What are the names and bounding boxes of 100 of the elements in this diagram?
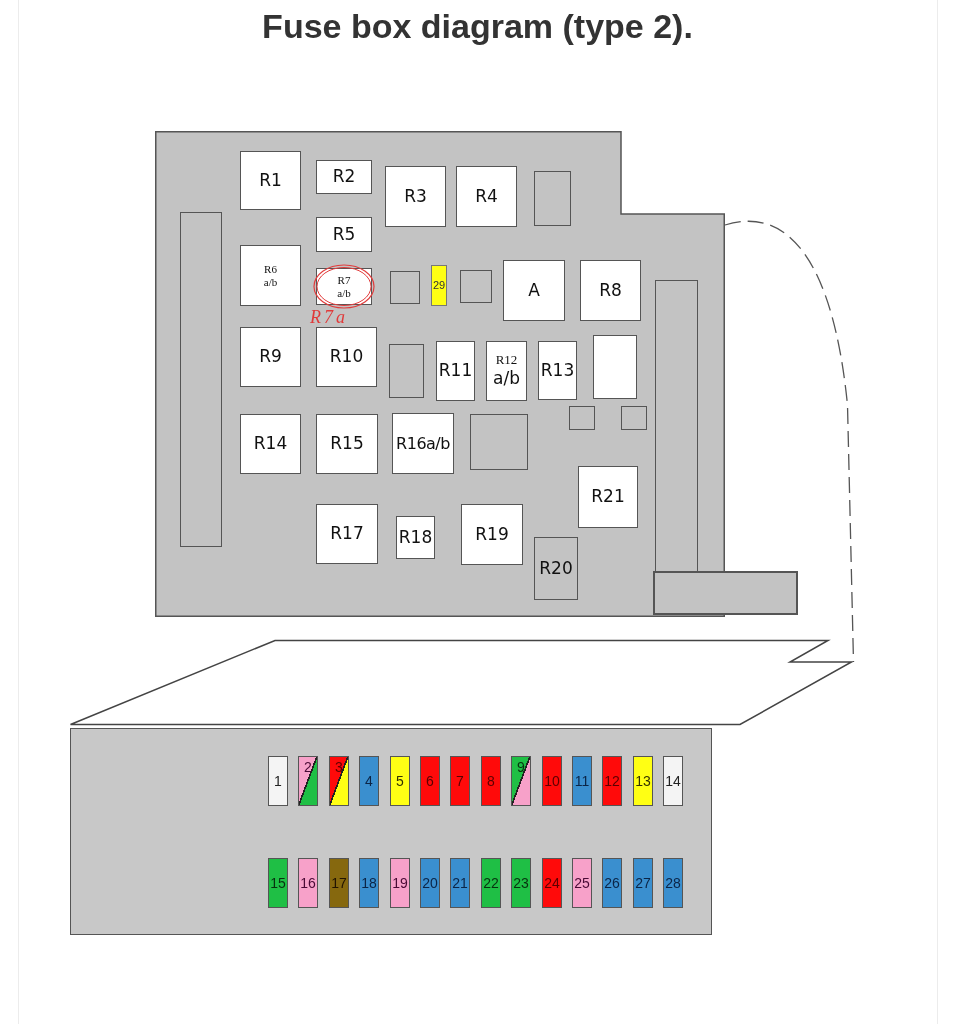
fuse-number: 18 — [361, 876, 377, 890]
relay-panel — [155, 131, 725, 617]
fuse-number: 4 — [365, 774, 373, 788]
relay-box — [436, 341, 475, 401]
relay-box — [392, 413, 454, 474]
relay-box — [240, 151, 301, 210]
fuse-number: 25 — [574, 876, 590, 890]
fuse — [663, 756, 683, 806]
fuse-number: 28 — [665, 876, 681, 890]
fuse — [602, 858, 622, 908]
fuse-number: 29 — [432, 280, 446, 291]
fuse — [329, 756, 349, 806]
fuse-box-lid — [70, 640, 852, 725]
connector-bar — [180, 212, 222, 547]
empty-relay-box — [593, 335, 637, 399]
relay-box — [240, 414, 301, 474]
relay-label: R14 — [253, 433, 288, 455]
relay-box — [578, 466, 638, 528]
fuse-number: 24 — [544, 876, 560, 890]
fuse — [268, 858, 288, 908]
relay-label: R1 — [259, 169, 282, 192]
empty-slot — [389, 344, 424, 398]
fuse-number: 26 — [604, 876, 620, 890]
relay-box — [580, 260, 641, 321]
fuse — [298, 858, 318, 908]
fuse — [431, 265, 447, 306]
relay-label: R12 — [495, 353, 518, 368]
fuse-number: 21 — [452, 876, 468, 890]
fuse-number: 23 — [513, 876, 529, 890]
fuse — [542, 756, 562, 806]
relay-label: R2 — [332, 166, 356, 188]
empty-slot — [534, 171, 571, 226]
fuse-number: 15 — [270, 876, 286, 890]
fuse-number: 7 — [456, 774, 464, 788]
fuse — [663, 858, 683, 908]
fuse — [450, 858, 470, 908]
fuse-number: 1 — [274, 774, 282, 788]
connector-block — [653, 571, 798, 615]
fuse — [329, 858, 349, 908]
fuse-number: 16 — [300, 876, 316, 890]
relay-box — [316, 327, 377, 387]
empty-slot — [460, 270, 492, 303]
fuse-number: 8 — [487, 774, 495, 788]
fuse-number: 10 — [544, 774, 560, 788]
fuse — [633, 756, 653, 806]
fuse — [633, 858, 653, 908]
fuse — [359, 858, 379, 908]
fuse — [450, 756, 470, 806]
relay-label: R8 — [599, 279, 622, 302]
fuse — [268, 756, 288, 806]
relay-label: R18 — [398, 526, 433, 549]
fuse — [390, 858, 410, 908]
fuse-number: 19 — [392, 876, 408, 890]
fuse-number: 3 — [335, 760, 343, 774]
relay-box — [316, 217, 372, 252]
fuse — [481, 756, 501, 806]
handwritten-note: R7a — [310, 308, 348, 326]
relay-box — [240, 327, 301, 387]
relay-box — [396, 516, 435, 559]
fuse — [511, 756, 531, 806]
diagram-title: Fuse box diagram (type 2). — [261, 6, 694, 46]
fuse — [390, 756, 410, 806]
relay-label: R21 — [591, 486, 625, 508]
relay-label: a/b — [493, 367, 520, 389]
fuse — [572, 756, 592, 806]
fuse — [298, 756, 318, 806]
fuse — [511, 858, 531, 908]
empty-slot — [621, 406, 647, 430]
fuse-number: 2 — [304, 760, 312, 774]
relay-box — [461, 504, 523, 565]
fuse-number: 27 — [635, 876, 651, 890]
relay-box — [316, 160, 372, 194]
relay-label: R7 a/b — [336, 273, 352, 300]
empty-slot — [390, 271, 420, 304]
relay-box — [486, 341, 527, 401]
relay-label: R16a/b — [396, 433, 450, 454]
fuse-number: 13 — [635, 774, 651, 788]
relay-box — [534, 537, 578, 600]
fuse — [420, 858, 440, 908]
fuse-number: 6 — [426, 774, 434, 788]
fuse — [602, 756, 622, 806]
fuse — [572, 858, 592, 908]
relay-box — [385, 166, 446, 227]
fuse — [359, 756, 379, 806]
relay-label: R13 — [540, 359, 575, 382]
relay-box — [538, 341, 577, 400]
fuse-number: 9 — [517, 760, 525, 774]
relay-label: R5 — [332, 223, 356, 246]
connector-bar — [655, 280, 698, 572]
relay-label: R6 a/b — [262, 262, 279, 289]
fuse-number: 20 — [422, 876, 438, 890]
fuse-number: 12 — [604, 774, 620, 788]
relay-box — [503, 260, 565, 321]
empty-slot — [569, 406, 595, 430]
relay-label: R17 — [330, 523, 364, 545]
relay-box — [240, 245, 301, 306]
relay-label: R19 — [475, 523, 509, 546]
fuse — [481, 858, 501, 908]
empty-slot — [470, 414, 528, 470]
relay-box — [316, 504, 378, 564]
